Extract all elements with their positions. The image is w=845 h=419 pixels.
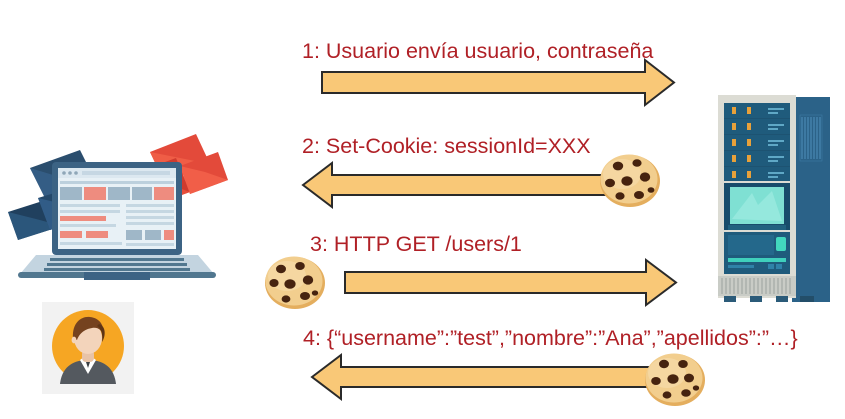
message-label-4: 4: {“username”:”test”,”nombre”:”Ana”,”ap… (303, 326, 798, 350)
avatar (42, 302, 134, 394)
arrow-message-1 (321, 57, 676, 108)
laptop-icon (8, 134, 228, 280)
arrow-message-3 (344, 258, 678, 307)
avatar-icon (52, 310, 124, 384)
arrow-message-2 (301, 160, 646, 210)
cookie-icon (265, 256, 325, 309)
message-label-3: 3: HTTP GET /users/1 (310, 232, 522, 256)
cookie-icon (645, 353, 705, 406)
message-label-2: 2: Set-Cookie: sessionId=XXX (302, 134, 591, 158)
message-label-1: 1: Usuario envía usuario, contraseña (302, 39, 654, 63)
envelope-red-3 (180, 152, 228, 194)
cookie-icon (600, 154, 660, 207)
server-icon (718, 95, 830, 302)
arrow-message-4 (310, 352, 669, 402)
